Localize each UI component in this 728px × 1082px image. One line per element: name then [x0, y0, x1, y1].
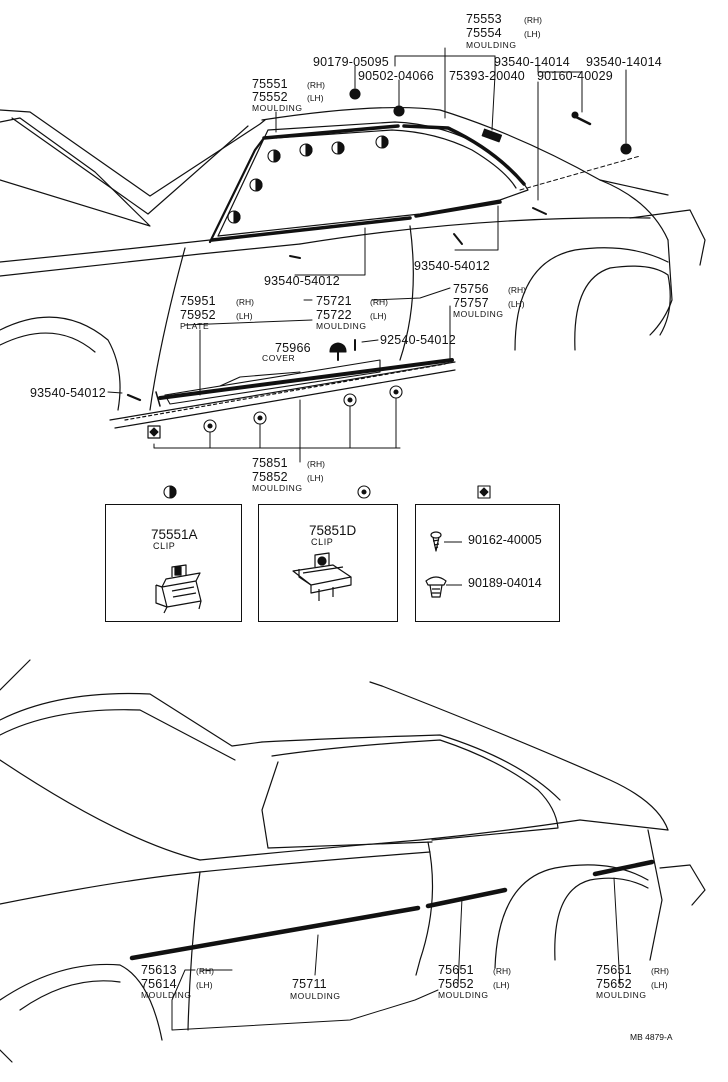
label-75652-a-side: (LH): [493, 980, 510, 990]
label-75613-caption: MOULDING: [141, 990, 192, 1000]
label-75756-side: (RH): [508, 285, 526, 295]
label-75553-side: (RH): [524, 15, 542, 25]
label-75552-side: (LH): [307, 93, 324, 103]
scuff-plate: [164, 359, 381, 405]
label-75711: 75711: [292, 977, 327, 991]
label-75852: 75852: [252, 470, 288, 484]
label-75721: 75721: [316, 294, 352, 308]
label-93540-14014-a: 93540-14014: [494, 55, 570, 69]
clip-75851d-drawing: [292, 552, 352, 601]
nut-part-number: 90189-04014: [468, 576, 542, 590]
lower-leader-lines: [171, 877, 621, 1031]
label-75851-side: (RH): [307, 459, 325, 469]
label-75614: 75614: [141, 977, 177, 991]
detail-box-clip-75851d: 75851D CLIP: [258, 504, 398, 622]
label-75756-caption: MOULDING: [453, 309, 504, 319]
label-75952: 75952: [180, 308, 216, 322]
label-75651-a-caption: MOULDING: [438, 990, 489, 1000]
window-moulding-strips: [210, 124, 526, 242]
screw-part-number: 90162-40005: [468, 533, 542, 547]
label-75552: 75552: [252, 90, 288, 104]
label-75614-side: (LH): [196, 980, 213, 990]
fastener-pieces: [126, 88, 632, 407]
label-93540-54012-c: 93540-54012: [30, 386, 106, 400]
label-75757: 75757: [453, 296, 489, 310]
label-75756: 75756: [453, 282, 489, 296]
label-75651-b: 75651: [596, 963, 632, 977]
label-75551: 75551: [252, 77, 288, 91]
label-75951: 75951: [180, 294, 216, 308]
label-75952-side: (LH): [236, 311, 253, 321]
detail-box-fasteners: 90162-40005 90189-04014: [415, 504, 560, 622]
lower-mouldings: [129, 859, 655, 961]
clip-75851d-markers: [203, 385, 403, 433]
clip-75551a-part: 75551A: [151, 527, 198, 542]
label-75966: 75966: [275, 341, 311, 355]
clip-75851d-part: 75851D: [309, 523, 357, 538]
clip-75551a-drawing: [155, 564, 202, 614]
label-75852-side: (LH): [307, 473, 324, 483]
label-75652-a: 75652: [438, 977, 474, 991]
detail-box-clip-75551a: 75551A CLIP: [105, 504, 242, 622]
label-75554: 75554: [466, 26, 502, 40]
label-75553: 75553: [466, 12, 502, 26]
clip-75851d-caption: CLIP: [311, 537, 334, 547]
label-75722-side: (LH): [370, 311, 387, 321]
label-92540-54012: 92540-54012: [380, 333, 456, 347]
lower-car-outline: [0, 659, 706, 1063]
upper-leader-lines: [107, 47, 627, 463]
label-90179-05095: 90179-05095: [313, 55, 389, 69]
label-75951-side: (RH): [236, 297, 254, 307]
label-75554-side: (LH): [524, 29, 541, 39]
upper-car-outline: [0, 106, 706, 429]
label-75652-b: 75652: [596, 977, 632, 991]
clip-75551a-caption: CLIP: [153, 541, 176, 551]
diamond-marker: [147, 425, 161, 439]
label-75393-20040: 75393-20040: [449, 69, 525, 83]
label-75722: 75722: [316, 308, 352, 322]
label-75651-b-side: (RH): [651, 966, 669, 976]
label-75613-side: (RH): [196, 966, 214, 976]
label-75721-side: (RH): [370, 297, 388, 307]
label-75652-b-side: (LH): [651, 980, 668, 990]
label-75721-caption: MOULDING: [316, 321, 367, 331]
label-75551-caption: MOULDING: [252, 103, 303, 113]
clip-75551a-markers: [227, 135, 389, 224]
lower-labels: 75613 (RH) 75614 (LH) MOULDING 75711 MOU…: [141, 963, 673, 1042]
label-90502-04066: 90502-04066: [358, 69, 434, 83]
label-75951-caption: PLATE: [180, 321, 209, 331]
rocker-moulding: [158, 358, 454, 400]
label-75651-a-side: (RH): [493, 966, 511, 976]
upper-labels: 75553 (RH) 75554 (LH) MOULDING 90179-050…: [30, 12, 662, 493]
label-93540-54012-b: 93540-54012: [414, 259, 490, 273]
label-75757-side: (LH): [508, 299, 525, 309]
label-75613: 75613: [141, 963, 177, 977]
label-75711-caption: MOULDING: [290, 991, 341, 1001]
label-75651-a: 75651: [438, 963, 474, 977]
legend-symbols: [163, 485, 491, 499]
label-93540-54012-a: 93540-54012: [264, 274, 340, 288]
label-90160-40029: 90160-40029: [537, 69, 613, 83]
label-75553-caption: MOULDING: [466, 40, 517, 50]
ref-code: MB 4879-A: [630, 1032, 673, 1042]
label-75851-caption: MOULDING: [252, 483, 303, 493]
label-75651-b-caption: MOULDING: [596, 990, 647, 1000]
label-75851: 75851: [252, 456, 288, 470]
fasteners-drawing: [425, 531, 462, 598]
label-93540-14014-b: 93540-14014: [586, 55, 662, 69]
label-75551-side: (RH): [307, 80, 325, 90]
label-75966-caption: COVER: [262, 353, 295, 363]
